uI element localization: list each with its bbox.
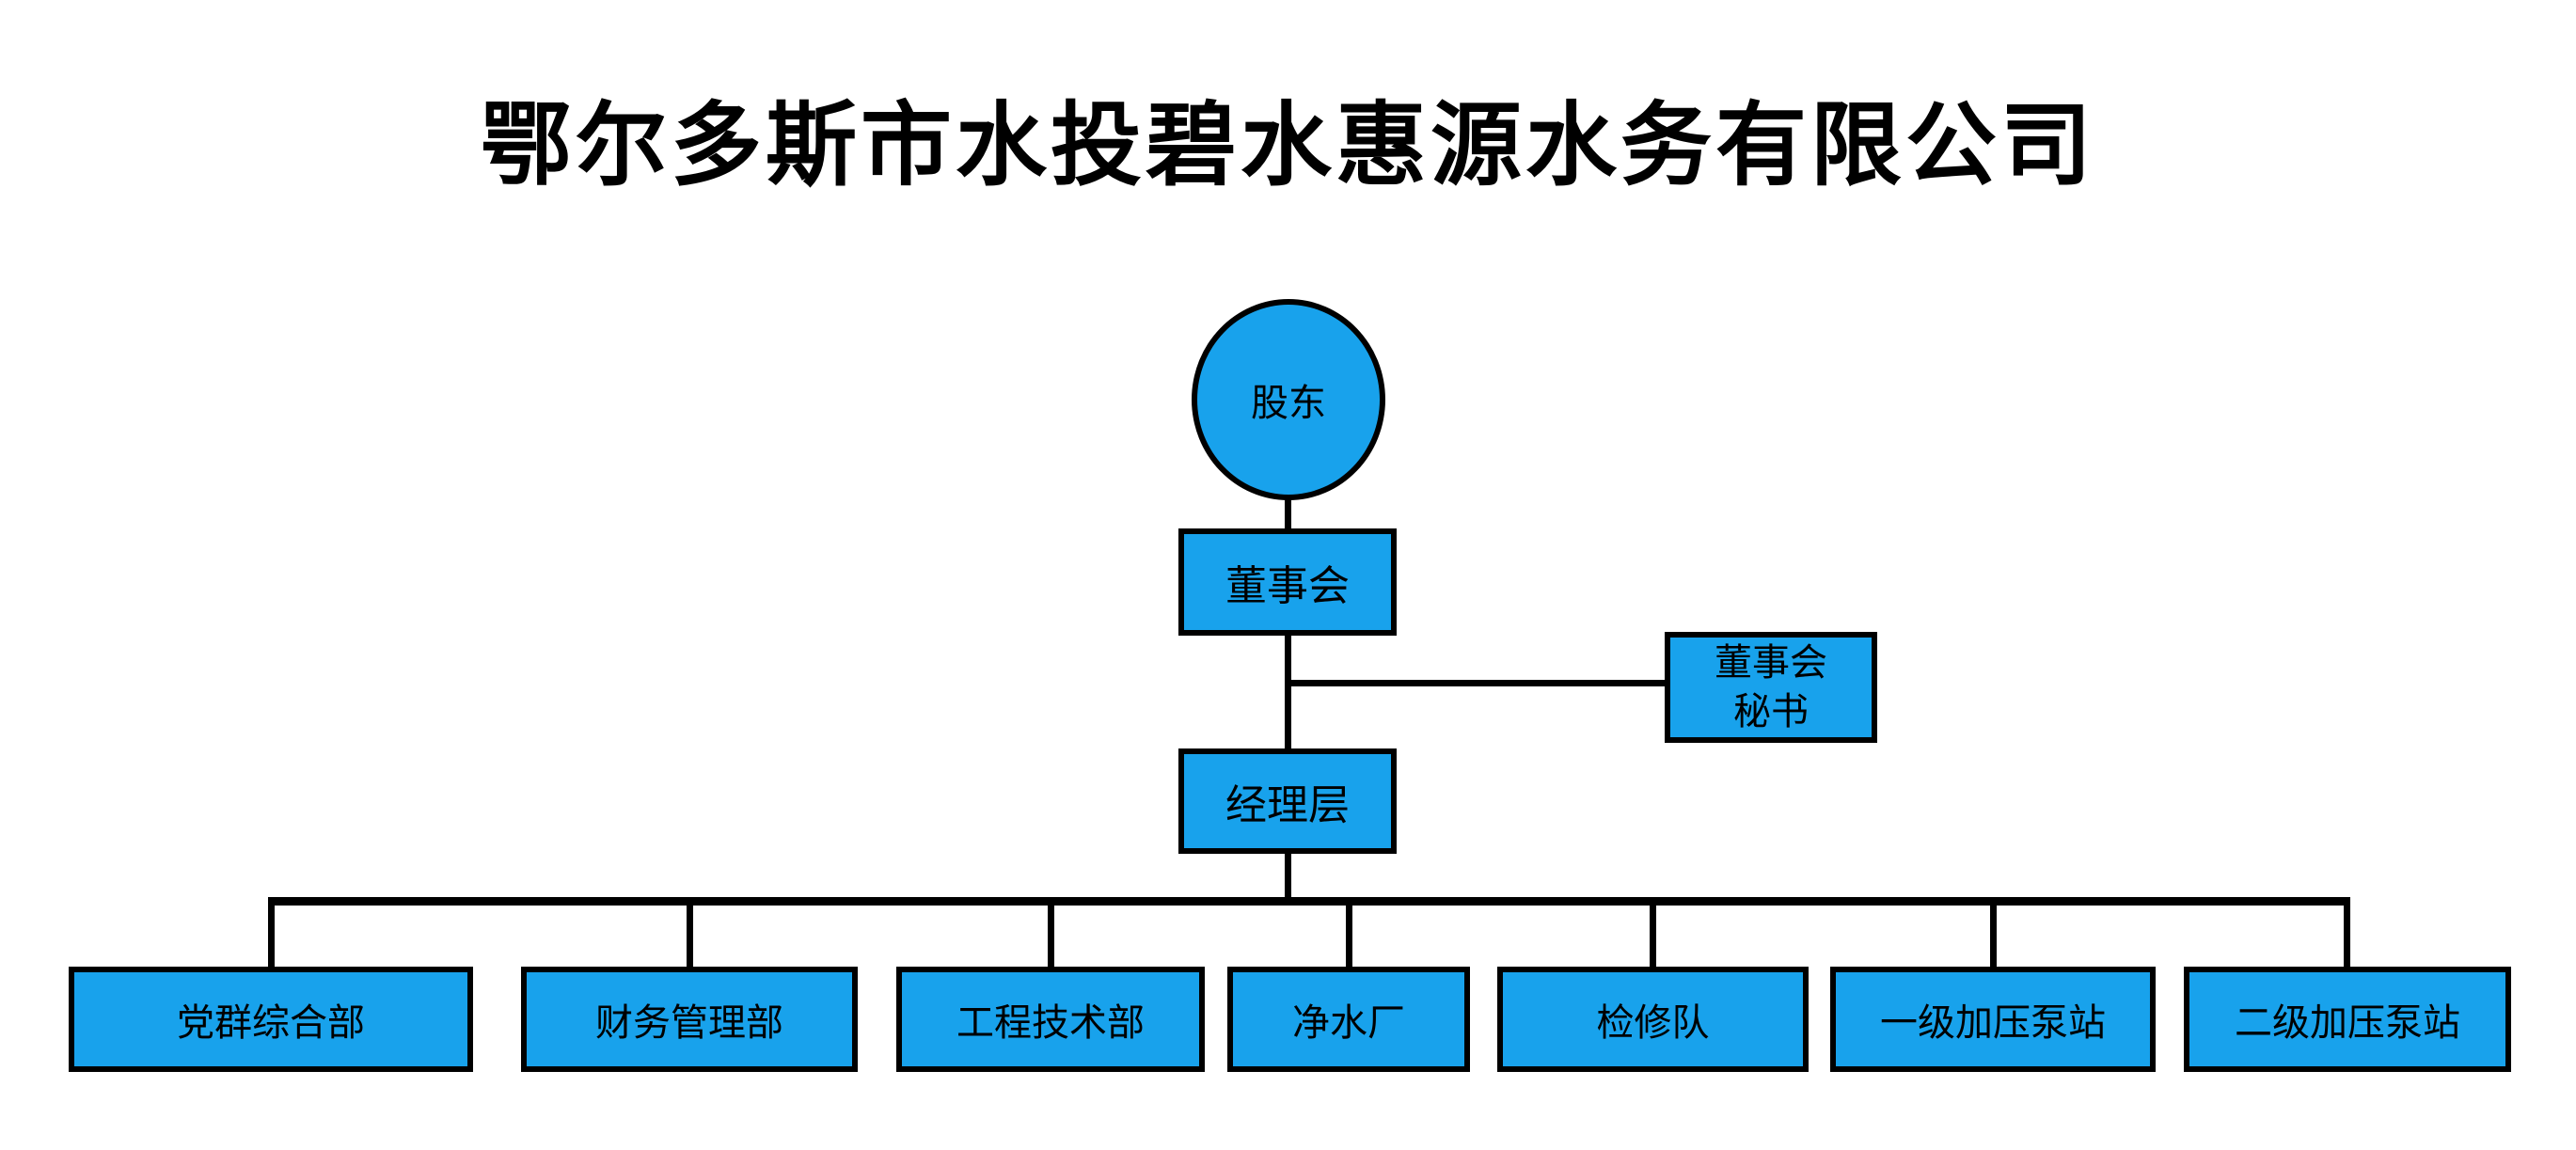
shareholder-node: 股东 (1192, 299, 1385, 500)
connector-board-to-management (1285, 632, 1291, 754)
shareholder-label: 股东 (1251, 383, 1326, 424)
dept-label: 检修队 (1596, 1002, 1710, 1044)
board-node: 董事会 (1178, 528, 1397, 636)
management-node: 经理层 (1178, 748, 1397, 854)
dept-label: 工程技术部 (956, 1002, 1145, 1044)
connector-drop-dept-2 (687, 900, 693, 969)
connector-drop-dept-6 (1990, 900, 1997, 969)
board-secretary-label-line2: 秘书 (1733, 691, 1809, 733)
dept-node-maintenance-team: 检修队 (1497, 967, 1809, 1072)
dept-node-engineering-technology: 工程技术部 (896, 967, 1205, 1072)
dept-label: 二级加压泵站 (2235, 1002, 2460, 1044)
board-secretary-node: 董事会 秘书 (1665, 632, 1877, 743)
connector-drop-dept-3 (1048, 900, 1054, 969)
connector-drop-dept-4 (1346, 900, 1352, 969)
connector-drop-dept-1 (268, 900, 275, 969)
dept-node-water-purification-plant: 净水厂 (1227, 967, 1470, 1072)
dept-node-secondary-pressure-pump-station: 二级加压泵站 (2184, 967, 2511, 1072)
page-title: 鄂尔多斯市水投碧水惠源水务有限公司 (481, 96, 2095, 197)
board-label: 董事会 (1225, 563, 1350, 609)
board-secretary-label-line1: 董事会 (1715, 642, 1827, 684)
dept-label: 一级加压泵站 (1880, 1002, 2106, 1044)
dept-node-primary-pressure-pump-station: 一级加压泵站 (1830, 967, 2156, 1072)
dept-label: 党群综合部 (177, 1002, 365, 1044)
management-label: 经理层 (1225, 782, 1350, 828)
connector-shareholder-to-board (1285, 496, 1291, 534)
connector-department-bus (268, 897, 2350, 906)
connector-management-to-bus (1285, 850, 1291, 903)
dept-node-party-mass-general: 党群综合部 (69, 967, 473, 1072)
connector-board-to-secretary (1288, 680, 1665, 686)
dept-label: 净水厂 (1292, 1002, 1405, 1044)
connector-drop-dept-5 (1650, 900, 1656, 969)
dept-label: 财务管理部 (595, 1002, 783, 1044)
dept-node-finance-management: 财务管理部 (521, 967, 858, 1072)
connector-drop-dept-7 (2344, 900, 2350, 969)
